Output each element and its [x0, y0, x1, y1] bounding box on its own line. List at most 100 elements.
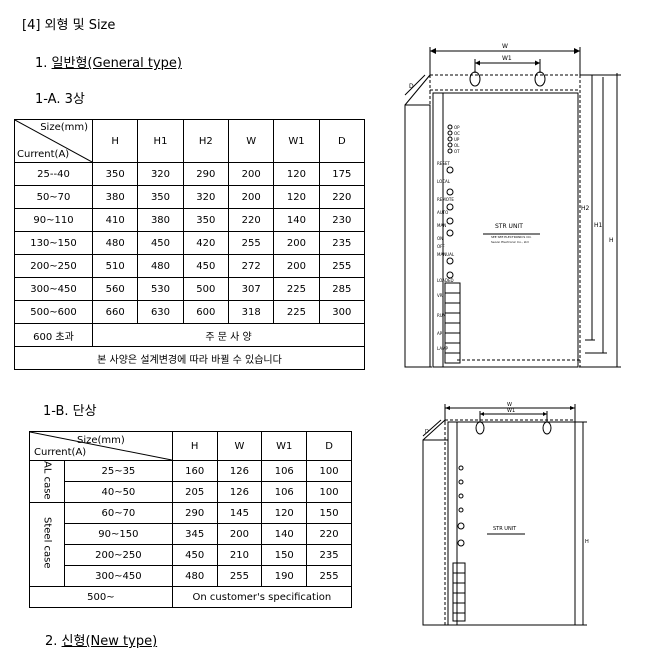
value-cell: 450	[171, 544, 218, 566]
value-cell: 225	[273, 300, 320, 324]
dim-h1-label: H1	[594, 222, 603, 229]
panel-label: LOADED	[437, 278, 454, 283]
value-cell: 350	[91, 162, 139, 186]
value-cell: 220	[306, 523, 352, 545]
current-cell: 200~250	[14, 254, 93, 278]
general-type-number: 1.	[35, 56, 52, 71]
value-cell: 230	[318, 208, 366, 232]
value-cell: 450	[137, 231, 184, 255]
over-label: 600 초과	[14, 323, 93, 347]
indicator-label: OT	[454, 149, 460, 154]
panel-label: LAMP	[437, 346, 449, 351]
indicator-label: UP	[454, 137, 460, 142]
panel-label: LOCAL	[437, 179, 451, 184]
value-cell: 220	[227, 208, 275, 232]
steel-case-group: Steel case	[29, 502, 65, 587]
value-cell: 145	[216, 502, 263, 524]
col-header: W	[227, 119, 275, 163]
current-cell: 90~110	[14, 208, 93, 232]
col-header: D	[318, 119, 366, 163]
value-cell: 100	[306, 460, 352, 482]
col-header: D	[306, 431, 352, 461]
value-cell: 380	[137, 208, 184, 232]
value-cell: 200	[227, 162, 275, 186]
footnote: 본 사양은 설계변경에 따라 바뀔 수 있습니다	[14, 346, 365, 370]
current-cell: 500~600	[14, 300, 93, 324]
value-cell: 630	[137, 300, 184, 324]
value-cell: 660	[91, 300, 139, 324]
panel-label: AUTO	[437, 210, 448, 215]
value-cell: 307	[227, 277, 275, 301]
size-current-header: Size(mm) Current(A)	[29, 431, 173, 461]
value-cell: 285	[318, 277, 366, 301]
section-title: [4] 외형 및 Size	[22, 18, 116, 33]
single-phase-unit-drawing: W W1 D H STR UNIT	[422, 402, 589, 626]
value-cell: 350	[182, 208, 229, 232]
unit-name: STR UNIT	[495, 223, 523, 230]
value-cell: 106	[261, 481, 308, 503]
value-cell: 318	[227, 300, 275, 324]
value-cell: 150	[306, 502, 352, 524]
value-cell: 120	[273, 185, 320, 209]
panel-label: MAN	[437, 223, 446, 228]
value-cell: 200	[227, 185, 275, 209]
value-cell: 210	[216, 544, 263, 566]
case-label: AL case	[41, 460, 53, 500]
value-cell: 225	[273, 277, 320, 301]
col-header: H	[91, 119, 139, 163]
order-note: 주 문 사 양	[92, 323, 365, 347]
value-cell: 420	[182, 231, 229, 255]
dim-h-label: H	[609, 237, 614, 244]
value-cell: 205	[171, 481, 218, 503]
current-cell: 60~70	[64, 502, 173, 524]
over-label: 500~	[29, 586, 173, 608]
current-cell: 200~250	[64, 544, 173, 566]
current-label: Current(A)	[34, 447, 87, 458]
unit-subtitle: SEE SEE ELECTRONICS CO.	[491, 235, 532, 239]
panel-label: OFF	[437, 244, 445, 249]
indicator-label: OL	[454, 143, 460, 148]
value-cell: 175	[318, 162, 366, 186]
value-cell: 190	[261, 565, 308, 587]
current-cell: 300~450	[64, 565, 173, 587]
current-cell: 50~70	[14, 185, 93, 209]
panel-label: AP	[437, 331, 443, 336]
dim-w1-label: W1	[502, 55, 512, 62]
value-cell: 140	[261, 523, 308, 545]
indicator-label: OP	[454, 125, 460, 130]
col-header: W1	[261, 431, 308, 461]
current-cell: 40~50	[64, 481, 173, 503]
value-cell: 200	[216, 523, 263, 545]
value-cell: 255	[318, 254, 366, 278]
value-cell: 510	[91, 254, 139, 278]
panel-label: VR	[437, 293, 443, 298]
panel-label: RUN	[437, 313, 446, 318]
current-cell: 90~150	[64, 523, 173, 545]
col-header: W1	[273, 119, 320, 163]
panel-label: ON	[437, 236, 443, 241]
size-current-header: Size(mm) Current(A)	[14, 119, 93, 163]
panel-label: REMOTE	[437, 197, 454, 202]
value-cell: 500	[182, 277, 229, 301]
al-case-group: AL case	[29, 460, 65, 503]
value-cell: 600	[182, 300, 229, 324]
dim-w1-label: W1	[507, 408, 515, 414]
three-phase-heading: 1-A. 3상	[35, 92, 85, 107]
value-cell: 480	[91, 231, 139, 255]
general-type-title: 일반형(General type)	[51, 56, 182, 71]
value-cell: 450	[182, 254, 229, 278]
case-label: Steel case	[41, 517, 53, 569]
value-cell: 345	[171, 523, 218, 545]
value-cell: 350	[137, 185, 184, 209]
size-label: Size(mm)	[76, 435, 125, 446]
value-cell: 126	[216, 481, 263, 503]
